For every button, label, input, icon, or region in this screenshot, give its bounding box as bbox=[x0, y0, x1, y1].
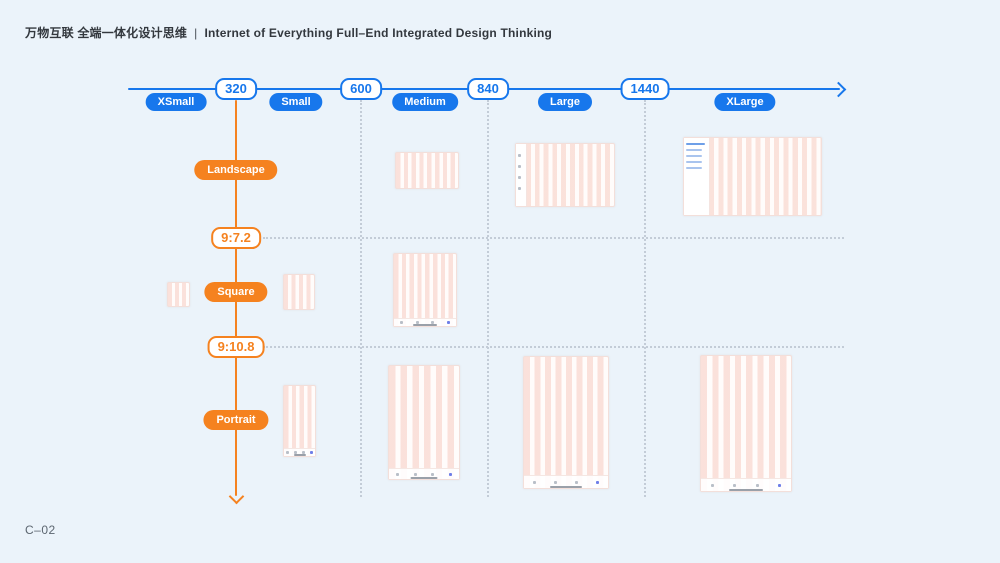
sidebar-menu-item bbox=[686, 149, 702, 151]
bottom-nav-icon bbox=[575, 480, 578, 484]
device-preview-xlarge-portrait bbox=[700, 355, 792, 492]
sidebar-menu-item bbox=[686, 155, 702, 157]
home-indicator bbox=[410, 477, 438, 479]
ratio-badge-portrait: Portrait bbox=[203, 410, 269, 430]
device-preview-medium-portrait bbox=[388, 365, 460, 480]
sidebar-icon bbox=[518, 187, 521, 190]
page-title-en: Internet of Everything Full–End Integrat… bbox=[204, 26, 553, 40]
breakpoint-marker-320: 320 bbox=[215, 78, 257, 100]
device-bottom-nav bbox=[389, 468, 459, 479]
ratio-badge-square: Square bbox=[204, 282, 268, 302]
ratio-badge-landscape: Landscape bbox=[194, 160, 278, 180]
home-indicator bbox=[293, 454, 306, 456]
home-indicator bbox=[550, 486, 582, 488]
slide-code: C–02 bbox=[25, 523, 56, 537]
sidebar-menu-item bbox=[686, 167, 702, 169]
bottom-nav-icon bbox=[309, 451, 313, 454]
size-badge-medium: Medium bbox=[392, 93, 458, 111]
ratio-marker-9-10-8: 9:10.8 bbox=[207, 336, 265, 358]
device-preview-medium-landscape bbox=[395, 152, 459, 189]
bottom-nav-icon bbox=[415, 321, 419, 324]
ratio-marker-9-7-2: 9:7.2 bbox=[211, 227, 261, 249]
device-preview-xlarge-landscape bbox=[683, 137, 822, 216]
grid-line-vertical bbox=[644, 100, 646, 497]
sidebar-logo bbox=[686, 143, 705, 145]
grid-line-vertical bbox=[360, 100, 362, 497]
breakpoint-marker-840: 840 bbox=[467, 78, 509, 100]
page-title-zh: 万物互联 全端一体化设计思维 bbox=[25, 26, 188, 40]
device-bottom-nav bbox=[701, 478, 791, 491]
bottom-nav-icon bbox=[396, 472, 400, 476]
device-preview-medium-square bbox=[393, 253, 457, 327]
bottom-nav-icon bbox=[533, 480, 536, 484]
grid-line-vertical bbox=[487, 100, 489, 497]
sidebar-icon bbox=[518, 154, 521, 157]
axis-arrow-down-icon bbox=[228, 488, 245, 505]
bottom-nav-icon bbox=[755, 483, 759, 487]
home-indicator bbox=[729, 489, 763, 491]
bottom-nav-icon bbox=[400, 321, 404, 324]
bottom-nav-icon bbox=[301, 451, 305, 454]
sidebar-menu-item bbox=[686, 161, 702, 163]
sidebar-icon bbox=[518, 176, 521, 179]
page-title: 万物互联 全端一体化设计思维 | Internet of Everything Fu… bbox=[25, 24, 552, 41]
bottom-nav-icon bbox=[294, 451, 298, 454]
bottom-nav-icon bbox=[778, 483, 782, 487]
device-bottom-nav bbox=[394, 318, 456, 326]
home-indicator bbox=[413, 324, 437, 326]
size-badge-xlarge: XLarge bbox=[714, 93, 776, 111]
device-bottom-nav bbox=[524, 475, 608, 488]
device-sidebar bbox=[684, 138, 710, 215]
bottom-nav-icon bbox=[431, 472, 435, 476]
device-preview-xsmall-square bbox=[167, 282, 190, 307]
bottom-nav-icon bbox=[446, 321, 450, 324]
breakpoint-marker-600: 600 bbox=[340, 78, 382, 100]
breakpoint-marker-1440: 1440 bbox=[620, 78, 670, 100]
bottom-nav-icon bbox=[448, 472, 452, 476]
grid-line-horizontal bbox=[263, 346, 844, 348]
sidebar-icon bbox=[518, 165, 521, 168]
title-separator: | bbox=[194, 26, 198, 40]
bottom-nav-icon bbox=[431, 321, 435, 324]
bottom-nav-icon bbox=[413, 472, 417, 476]
bottom-nav-icon bbox=[554, 480, 557, 484]
bottom-nav-icon bbox=[733, 483, 737, 487]
axis-arrow-right-icon bbox=[830, 81, 847, 98]
device-preview-small-square bbox=[283, 274, 315, 310]
device-bottom-nav bbox=[284, 448, 315, 456]
device-preview-large-portrait bbox=[523, 356, 609, 489]
device-preview-large-landscape bbox=[515, 143, 615, 207]
device-sidebar bbox=[516, 144, 527, 206]
device-preview-small-portrait bbox=[283, 385, 316, 457]
size-badge-large: Large bbox=[538, 93, 592, 111]
bottom-nav-icon bbox=[710, 483, 714, 487]
size-badge-small: Small bbox=[269, 93, 323, 111]
grid-line-horizontal bbox=[263, 237, 844, 239]
bottom-nav-icon bbox=[596, 480, 599, 484]
bottom-nav-icon bbox=[286, 451, 290, 454]
size-badge-xsmall: XSmall bbox=[145, 93, 207, 111]
